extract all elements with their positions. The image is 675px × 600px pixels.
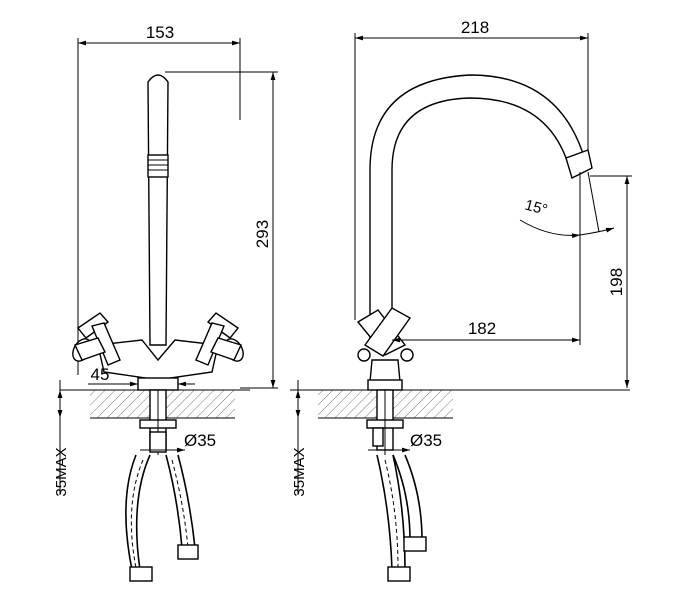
front-diameter-dimension: Ø35 — [140, 431, 216, 453]
front-handles — [72, 312, 244, 391]
side-spout — [369, 74, 593, 341]
side-outlet-height-dimension: 198 — [590, 175, 632, 388]
side-reach-dimension: 182 — [392, 180, 581, 345]
side-diameter-label: Ø35 — [410, 431, 442, 450]
side-reach-label: 182 — [468, 319, 496, 338]
front-base-dimension: 45 — [88, 365, 195, 387]
front-view: 153 293 — [53, 23, 278, 582]
side-angle-label: 15° — [523, 197, 549, 219]
side-width-label: 218 — [461, 18, 489, 37]
front-height-label: 293 — [253, 220, 272, 248]
front-shank — [139, 389, 177, 455]
side-countertop — [290, 389, 630, 419]
side-angle-dimension: 15° — [519, 171, 615, 240]
side-diameter-dimension: Ø35 — [368, 431, 442, 453]
side-thickness-label: 35MAX — [291, 447, 308, 496]
front-width-dimension: 153 — [77, 23, 241, 375]
front-thickness-label: 35MAX — [53, 447, 70, 496]
front-diameter-label: Ø35 — [184, 431, 216, 450]
side-thickness-dimension: 35MAX — [291, 380, 308, 497]
front-height-dimension: 293 — [165, 71, 278, 389]
front-spout — [147, 74, 169, 346]
side-handles — [356, 307, 414, 391]
front-width-label: 153 — [146, 23, 174, 42]
side-view: 218 198 182 — [290, 18, 632, 582]
front-thickness-dimension: 35MAX — [53, 380, 70, 497]
front-base-label: 45 — [91, 365, 110, 384]
front-hoses — [125, 454, 199, 582]
side-outlet-height-label: 198 — [607, 268, 626, 296]
side-width-dimension: 218 — [354, 18, 589, 320]
side-hoses — [376, 454, 427, 582]
